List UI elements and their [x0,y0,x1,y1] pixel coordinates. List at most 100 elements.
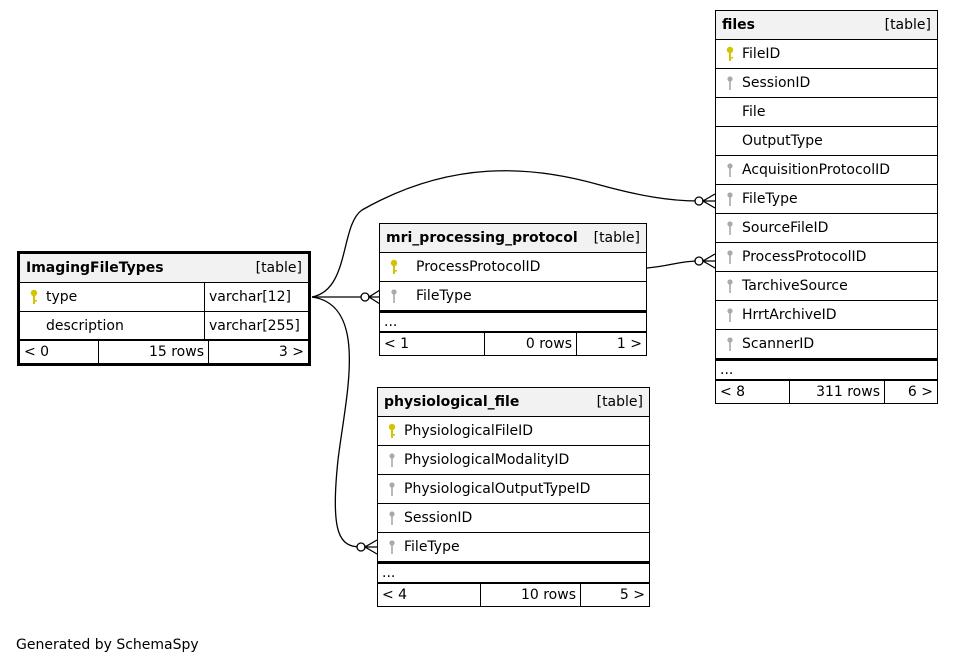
column-name: SourceFileID [742,220,829,236]
more-columns-ellipsis[interactable]: ... [716,359,937,381]
column-row[interactable]: OutputType [716,127,937,156]
foreign-key-icon [722,248,738,266]
primary-key-icon [386,258,402,276]
column-row[interactable]: ProcessProtocolID [380,253,646,282]
more-columns-ellipsis[interactable]: ... [378,562,649,584]
foreign-key-icon [722,74,738,92]
column-name: FileType [404,539,460,555]
column-name: OutputType [742,133,823,149]
table-header: ImagingFileTypes [table] [20,254,308,283]
foreign-key-icon [722,335,738,353]
foreign-key-icon [384,451,400,469]
table-imagingfiletypes[interactable]: ImagingFileTypes [table] type varchar[12… [17,251,311,366]
foreign-key-icon [384,509,400,527]
column-name: ScannerID [742,336,815,352]
table-name: ImagingFileTypes [26,260,164,276]
column-row[interactable]: TarchiveSource [716,272,937,301]
column-row[interactable]: type varchar[12] [20,283,308,312]
crowfoot-marker [701,193,716,209]
parents-link[interactable]: < 4 [382,587,408,603]
children-link[interactable]: 6 > [884,381,937,403]
table-name: files [722,17,756,33]
column-row[interactable]: AcquisitionProtocolID [716,156,937,185]
table-footer: < 4 10 rows 5 > [378,584,649,606]
crowfoot-marker [367,289,381,305]
more-columns-ellipsis[interactable]: ... [380,311,646,333]
column-name: TarchiveSource [742,278,848,294]
table-files[interactable]: files [table] FileID SessionID File Outp… [715,10,938,404]
column-row[interactable]: FileType [378,533,649,562]
table-tag: [table] [593,230,640,246]
crowfoot-marker [701,253,716,269]
blank-key-icon [722,103,738,121]
foreign-key-icon [722,277,738,295]
column-row[interactable]: SessionID [378,504,649,533]
table-header: physiological_file [table] [378,388,649,417]
foreign-key-icon [722,190,738,208]
blank-key-icon [722,132,738,150]
foreign-key-icon [384,480,400,498]
generated-by-credit: Generated by SchemaSpy [16,637,199,653]
table-mri-processing-protocol[interactable]: mri_processing_protocol [table] ProcessP… [379,223,647,356]
table-footer: < 1 0 rows 1 > [380,333,646,355]
column-name: FileID [742,46,781,62]
column-row[interactable]: SessionID [716,69,937,98]
column-row[interactable]: PhysiologicalOutputTypeID [378,475,649,504]
column-name: PhysiologicalOutputTypeID [404,481,591,497]
column-row[interactable]: FileType [380,282,646,311]
edge-mri-to-files [646,260,699,269]
table-name: mri_processing_protocol [386,230,578,246]
column-name: HrrtArchiveID [742,307,837,323]
parents-link[interactable]: < 1 [384,336,410,352]
column-name: AcquisitionProtocolID [742,162,891,178]
table-header: files [table] [716,11,937,40]
children-link[interactable]: 3 > [208,341,308,363]
table-footer: < 0 15 rows 3 > [20,341,308,363]
column-name: SessionID [742,75,811,91]
column-row[interactable]: FileID [716,40,937,69]
row-count: 311 rows [789,381,884,403]
table-tag: [table] [884,17,931,33]
parents-link[interactable]: < 8 [720,384,746,400]
column-name: ProcessProtocolID [742,249,867,265]
crowfoot-marker [363,539,378,555]
column-row[interactable]: HrrtArchiveID [716,301,937,330]
column-row[interactable]: SourceFileID [716,214,937,243]
row-count: 0 rows [484,333,576,355]
column-name: description [46,317,124,334]
children-link[interactable]: 1 > [576,333,646,355]
column-row[interactable]: ProcessProtocolID [716,243,937,272]
table-footer: < 8 311 rows 6 > [716,381,937,403]
table-physiological-file[interactable]: physiological_file [table] Physiological… [377,387,650,607]
children-link[interactable]: 5 > [580,584,649,606]
edge-imaging-to-files [311,170,699,298]
column-type: varchar[12] [204,283,308,311]
column-type: varchar[255] [204,312,308,339]
column-row[interactable]: File [716,98,937,127]
foreign-key-icon [722,219,738,237]
column-row[interactable]: ScannerID [716,330,937,359]
row-count: 10 rows [480,584,580,606]
primary-key-icon [722,45,738,63]
column-row[interactable]: FileType [716,185,937,214]
table-name: physiological_file [384,394,520,410]
foreign-key-icon [384,538,400,556]
blank-key-icon [26,317,42,335]
primary-key-icon [26,288,42,306]
edge-imaging-to-physio [311,296,362,548]
foreign-key-icon [386,287,402,305]
foreign-key-icon [722,306,738,324]
parents-link[interactable]: < 0 [24,344,50,360]
column-name: FileType [416,288,472,304]
column-row[interactable]: description varchar[255] [20,312,308,341]
column-name: PhysiologicalFileID [404,423,534,439]
column-row[interactable]: PhysiologicalModalityID [378,446,649,475]
primary-key-icon [384,422,400,440]
column-name: SessionID [404,510,473,526]
table-tag: [table] [596,394,643,410]
column-name: PhysiologicalModalityID [404,452,570,468]
row-count: 15 rows [98,341,208,363]
table-header: mri_processing_protocol [table] [380,224,646,253]
column-row[interactable]: PhysiologicalFileID [378,417,649,446]
